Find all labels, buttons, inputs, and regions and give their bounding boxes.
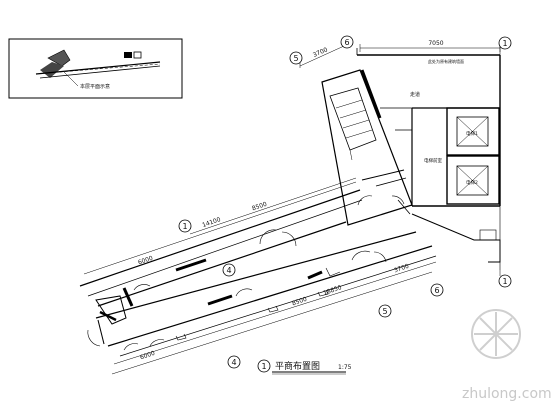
dim-upper-14100: 14100 <box>201 216 221 229</box>
dimension-lines <box>83 40 501 375</box>
axis-bubble-a4-diag <box>222 263 236 277</box>
axis-label-a1-right: 1 <box>502 277 507 286</box>
dim-upper-6000: 6000 <box>137 255 154 267</box>
axis-label-a6-top: 6 <box>344 38 349 47</box>
axis-label-a6-lower: 6 <box>434 286 439 295</box>
building-walls <box>79 48 501 357</box>
drawing-title: 平商布置图 <box>275 360 320 372</box>
room-elevator-1: 电梯1 <box>466 130 478 137</box>
axis-bubble-a5-top <box>289 51 303 65</box>
axis-label-a4-diag: 4 <box>226 266 231 275</box>
dim-upper-8500: 8500 <box>251 201 268 213</box>
axis-label-a1-diag: 1 <box>182 222 187 231</box>
key-plan-note: 本层平面示意 <box>80 83 110 90</box>
axis-markers <box>178 35 512 369</box>
axis-label-a5-lower: 5 <box>382 307 387 316</box>
axis-bubble-a6-lower <box>430 283 444 297</box>
axis-label-a5-top: 5 <box>293 54 298 63</box>
dimension-texts: 7050 3700 14100 8500 6000 3700 18850 850… <box>137 40 444 361</box>
watermark-logo-icon <box>471 309 521 359</box>
axis-bubble-a1-right <box>498 274 512 288</box>
room-elevator-2: 电梯2 <box>466 179 478 186</box>
watermark: zhulong.com <box>462 309 552 402</box>
dim-lower-3700: 3700 <box>393 263 410 275</box>
axis-bubble-a5-lower <box>378 304 392 318</box>
drawing-title-block: 1 平商布置图 1:75 <box>257 359 352 375</box>
room-corridor: 走道 <box>410 91 420 98</box>
title-marker-text: 1 <box>261 362 266 371</box>
key-plan: 本层平面示意 <box>8 38 183 99</box>
axis-label-a1-top: 1 <box>502 39 507 48</box>
axis-label-a4-bottom: 4 <box>231 358 236 367</box>
drawing-scale: 1:75 <box>338 364 352 371</box>
axis-bubble-a1-diag <box>178 219 192 233</box>
dim-top-3700: 3700 <box>312 46 329 59</box>
dim-lower-6000: 6000 <box>139 350 156 362</box>
dim-lower-8500: 8500 <box>291 296 308 308</box>
room-top-note: 此处为原有建筑墙面 <box>428 58 464 64</box>
room-elevator-lobby: 电梯前室 <box>424 157 442 164</box>
watermark-text: zhulong.com <box>462 386 552 402</box>
axis-bubble-a6-top <box>340 35 354 49</box>
dim-lower-18850: 18850 <box>322 284 342 297</box>
dim-top-7050: 7050 <box>428 40 443 47</box>
axis-bubble-a1-top <box>498 36 512 50</box>
room-labels: 此处为原有建筑墙面 走道 电梯前室 电梯1 电梯2 <box>410 58 478 186</box>
axis-bubble-a4-bottom <box>227 355 241 369</box>
title-marker-bubble <box>257 359 271 373</box>
axis-labels: 1 1 5 6 1 4 5 6 4 <box>182 38 507 367</box>
